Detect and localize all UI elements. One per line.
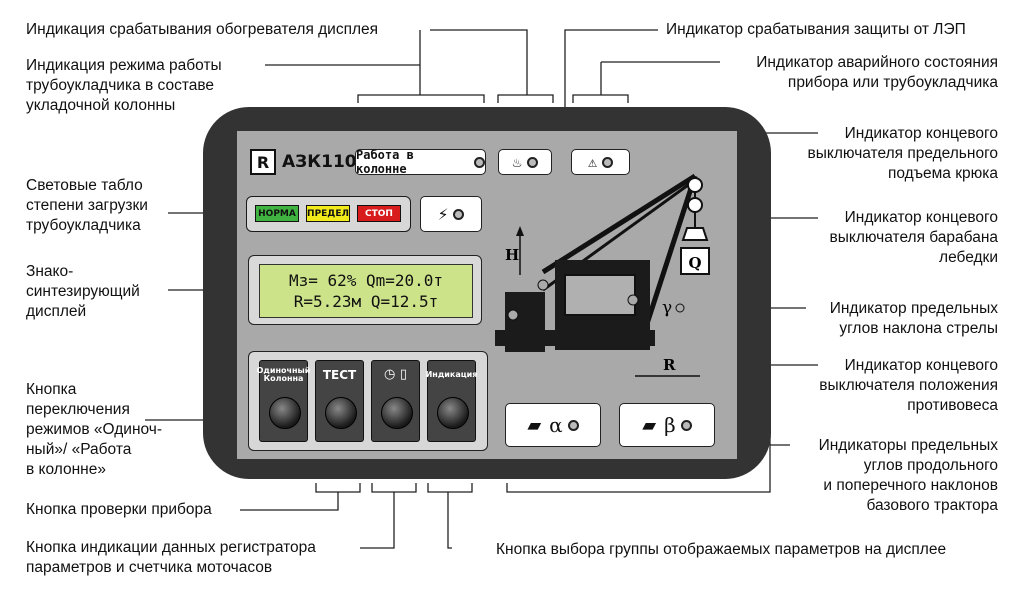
gamma-led-icon bbox=[675, 303, 685, 313]
lamp-limit: ПРЕДЕЛ bbox=[306, 205, 350, 222]
test-key-knob[interactable] bbox=[325, 397, 357, 429]
label-display: Знако- синтезирующий дисплей bbox=[26, 263, 140, 320]
load-box bbox=[680, 247, 710, 275]
label-drum-limit: Индикатор концевого выключателя барабана… bbox=[829, 209, 999, 266]
tractor-tilt-icon: ▰ bbox=[527, 414, 542, 436]
led-icon bbox=[474, 156, 485, 168]
led-icon bbox=[526, 156, 538, 168]
label-boom-angle: Индикатор предельных углов наклона стрел… bbox=[829, 300, 998, 337]
mode-key-label: Одиночный Колонна bbox=[256, 366, 311, 383]
mode-key[interactable]: Одиночный Колонна bbox=[256, 360, 311, 442]
emergency-indicator: ⚠ bbox=[571, 149, 630, 175]
drum-led-icon bbox=[537, 279, 549, 291]
warning-icon: ⚠ bbox=[587, 153, 598, 171]
label-tractor-angles: Индикаторы предельных углов продольного … bbox=[818, 437, 998, 514]
label-load-boards: Световые табло степени загрузки трубоукл… bbox=[26, 177, 148, 234]
led-icon bbox=[567, 419, 579, 431]
registrar-key[interactable]: ◷ ▯ bbox=[371, 360, 420, 442]
test-key[interactable]: ТЕСТ bbox=[315, 360, 364, 442]
boom bbox=[541, 173, 697, 275]
gamma-symbol: γ bbox=[662, 298, 672, 318]
heater-icon: ♨ bbox=[512, 153, 522, 171]
label-test-button: Кнопка проверки прибора bbox=[26, 501, 212, 518]
hook-pulley-icon bbox=[687, 197, 703, 213]
power-line-indicator: ⚡ bbox=[420, 196, 482, 232]
model-name: АЗК110 bbox=[282, 152, 357, 172]
cable-stay bbox=[642, 175, 698, 331]
led-icon bbox=[453, 208, 465, 220]
alpha-symbol: α bbox=[549, 413, 563, 437]
column-mode-indicator: Работа в колонне bbox=[355, 148, 486, 176]
counterweight-led-icon bbox=[507, 309, 519, 321]
tractor-grille bbox=[564, 274, 636, 316]
lcd-display: Мз= 62% Qm=20.0т R=5.23м Q=12.5т bbox=[248, 255, 482, 325]
load-boards: НОРМА ПРЕДЕЛ СТОП bbox=[246, 196, 411, 232]
lcd-line-2: R=5.23м Q=12.5т bbox=[293, 292, 439, 311]
label-registrar-button: Кнопка индикации данных регистратора пар… bbox=[26, 539, 316, 576]
lamp-norm: НОРМА bbox=[255, 205, 299, 222]
label-counterweight: Индикатор концевого выключателя положени… bbox=[819, 357, 998, 414]
label-emergency: Индикатор аварийного состояния прибора и… bbox=[756, 54, 998, 91]
group-key[interactable]: Индикация bbox=[425, 360, 478, 442]
transverse-angle-indicator: ▰β bbox=[619, 403, 715, 447]
led-icon bbox=[602, 156, 614, 168]
brand: R АЗК110 bbox=[250, 149, 357, 175]
lcd-screen: Мз= 62% Qm=20.0т R=5.23м Q=12.5т bbox=[259, 264, 473, 318]
lcd-line-1: Мз= 62% Qm=20.0т bbox=[288, 271, 444, 290]
hook-icon bbox=[681, 227, 709, 241]
tractor-tilt-icon: ▰ bbox=[642, 414, 657, 436]
label-column-mode: Индикация режима работы трубоукладчика в… bbox=[26, 57, 222, 114]
group-key-label: Индикация bbox=[425, 370, 478, 379]
label-group-button: Кнопка выбора группы отображаемых параме… bbox=[496, 541, 947, 558]
column-mode-label: Работа в колонне bbox=[356, 148, 414, 176]
height-letter: H bbox=[505, 246, 519, 264]
keypad: Одиночный Колонна ТЕСТ ◷ ▯ Индикация bbox=[248, 351, 488, 451]
beta-symbol: β bbox=[664, 413, 676, 437]
label-mode-button: Кнопка переключения режимов «Одиноч- ный… bbox=[26, 381, 163, 478]
pipelayer-illustration: Q γ H R bbox=[495, 173, 710, 377]
clock-icon: ◷ ▯ bbox=[383, 367, 408, 382]
label-power-line: Индикатор срабатывания защиты от ЛЭП bbox=[666, 21, 966, 38]
longitudinal-angle-indicator: ▰α bbox=[505, 403, 601, 447]
lightning-warning-icon: ⚡ bbox=[437, 203, 449, 225]
load-letter: Q bbox=[688, 254, 701, 272]
label-hook-limit: Индикатор концевого выключателя предельн… bbox=[807, 125, 998, 182]
hook-block-icon bbox=[687, 177, 703, 193]
lamp-stop: СТОП bbox=[357, 205, 401, 222]
height-arrow-head bbox=[516, 226, 524, 236]
tracks bbox=[495, 330, 655, 346]
logo-icon: R bbox=[250, 149, 276, 175]
label-heater: Индикация срабатывания обогревателя дисп… bbox=[26, 21, 379, 38]
test-key-label: ТЕСТ bbox=[322, 368, 357, 382]
mode-key-knob[interactable] bbox=[269, 397, 301, 429]
registrar-key-knob[interactable] bbox=[381, 397, 413, 429]
led-icon bbox=[680, 419, 692, 431]
radius-letter: R bbox=[663, 356, 676, 374]
group-key-knob[interactable] bbox=[437, 397, 469, 429]
winch-led-icon bbox=[627, 294, 639, 306]
heater-indicator: ♨ bbox=[498, 149, 552, 175]
